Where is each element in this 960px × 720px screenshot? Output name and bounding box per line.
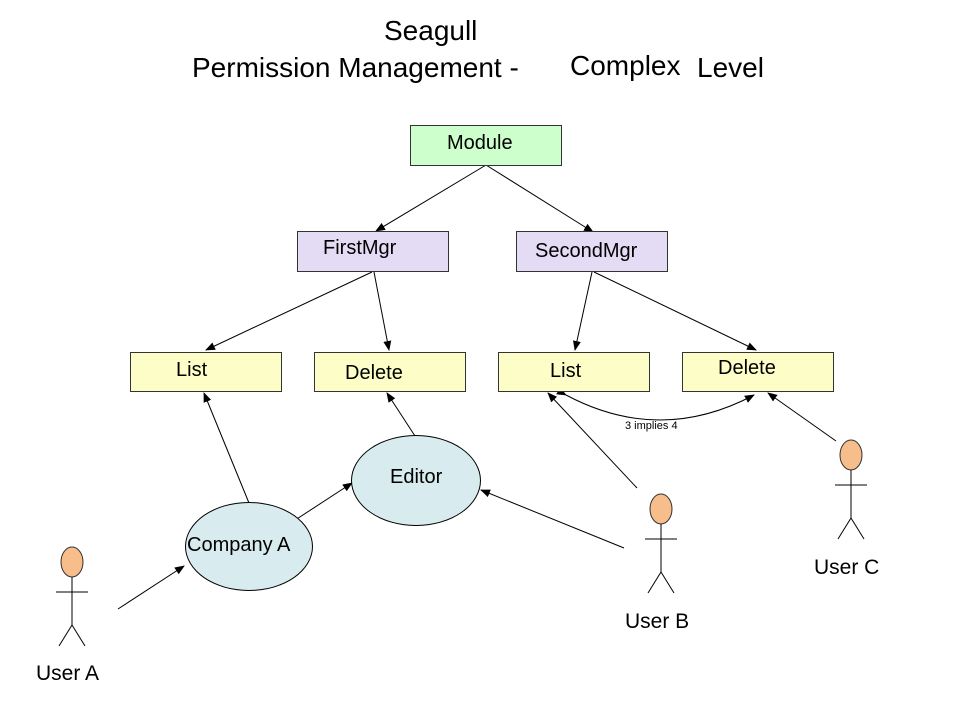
first-delete-node: Delete (314, 352, 466, 392)
first-delete-label: Delete (345, 362, 403, 384)
diagram-subtitle-right: Level (697, 52, 764, 83)
edge-userc-delete (767, 392, 837, 442)
second-list-node: List (498, 352, 650, 392)
firstmgr-label: FirstMgr (323, 237, 397, 259)
edge-firstmgr-list (205, 271, 373, 351)
diagram-subtitle-left: Permission Management - (192, 52, 519, 83)
secondmgr-node: SecondMgr (516, 231, 668, 272)
diagram-title: Seagull (384, 15, 478, 46)
second-delete-label: Delete (718, 357, 776, 379)
user-a-head (60, 546, 84, 578)
diagram-subtitle-mid: Complex (570, 50, 681, 81)
edge-module-firstmgr (375, 164, 487, 232)
edge-companya-list (203, 392, 250, 504)
user-b-head (649, 493, 673, 525)
edge-userb-editor (480, 489, 625, 549)
second-delete-node: Delete (682, 352, 834, 392)
editor-label: Editor (390, 466, 443, 488)
module-node: Module (410, 125, 562, 166)
user-b-figure (645, 493, 677, 594)
module-label: Module (447, 132, 513, 154)
edge-module-secondmgr (485, 164, 594, 233)
user-c-figure (835, 439, 867, 540)
implies-annotation: 3 implies 4 (625, 420, 678, 432)
user-c-head (839, 439, 863, 471)
user-a-figure (56, 546, 88, 647)
first-list-node: List (130, 352, 282, 392)
implies-curve (556, 387, 755, 421)
first-list-label: List (176, 359, 208, 381)
edge-userb-list (547, 392, 638, 489)
editor-role (351, 435, 481, 526)
edge-usera-companya (117, 565, 185, 610)
firstmgr-node: FirstMgr (297, 231, 449, 272)
edge-firstmgr-delete (373, 271, 392, 351)
user-a-label: User A (36, 662, 100, 685)
user-c-label: User C (814, 556, 880, 579)
edge-secondmgr-delete (593, 271, 757, 351)
user-b-label: User B (625, 610, 690, 633)
second-list-label: List (550, 360, 582, 382)
company-a-role (185, 502, 313, 591)
edge-secondmgr-list (573, 271, 593, 351)
company-a-label: Company A (187, 534, 291, 556)
secondmgr-label: SecondMgr (535, 240, 638, 262)
edge-editor-delete (386, 392, 416, 437)
